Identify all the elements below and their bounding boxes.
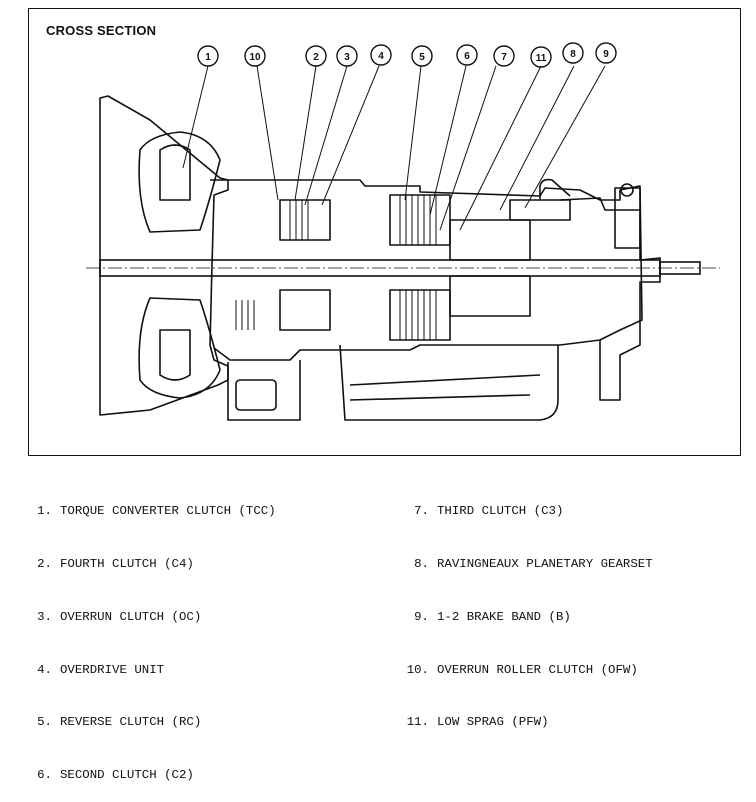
svg-text:7: 7 xyxy=(501,52,507,63)
legend-right: 7.THIRD CLUTCH (C3) 8.RAVINGNEAUX PLANET… xyxy=(403,468,653,750)
extension-housing xyxy=(559,197,661,401)
main-shaft xyxy=(86,259,720,277)
callout-6: 6 xyxy=(456,44,478,66)
callout-2: 2 xyxy=(305,45,327,67)
legend-item: 10.OVERRUN ROLLER CLUTCH (OFW) xyxy=(406,662,638,677)
callout-5: 5 xyxy=(411,45,433,67)
callout-3: 3 xyxy=(336,45,358,67)
legend-item: 3.OVERRUN CLUTCH (OC) xyxy=(37,609,202,624)
callout-4: 4 xyxy=(370,44,392,66)
callout-8: 8 xyxy=(562,42,584,64)
svg-text:9: 9 xyxy=(603,49,609,60)
callout-9: 9 xyxy=(595,42,617,64)
legend-item: 1.TORQUE CONVERTER CLUTCH (TCC) xyxy=(37,504,276,519)
vent-tube xyxy=(539,178,571,200)
svg-text:11: 11 xyxy=(536,53,547,64)
torque-converter-lower xyxy=(138,297,221,399)
svg-text:10: 10 xyxy=(249,52,261,63)
svg-text:8: 8 xyxy=(570,49,576,60)
callout-7: 7 xyxy=(493,45,515,67)
svg-text:5: 5 xyxy=(419,52,425,63)
oil-pan xyxy=(227,360,301,421)
speed-sensor xyxy=(614,187,641,249)
legend-item: 7.THIRD CLUTCH (C3) xyxy=(414,504,564,519)
callout-leaders xyxy=(182,65,606,231)
main-case xyxy=(210,179,643,361)
legend-item: 4.OVERDRIVE UNIT xyxy=(37,662,165,677)
svg-text:3: 3 xyxy=(344,52,350,63)
svg-text:1: 1 xyxy=(205,52,211,63)
legend-left: 1.TORQUE CONVERTER CLUTCH (TCC) 2.FOURTH… xyxy=(26,468,276,802)
torque-converter-upper xyxy=(138,131,221,233)
diagram-frame xyxy=(28,8,741,456)
callout-10: 10 xyxy=(244,45,266,67)
callout-11: 11 xyxy=(530,46,552,68)
clutch-pack-forward xyxy=(279,199,331,241)
legend-item: 11.LOW SPRAG (PFW) xyxy=(406,715,549,730)
callout-1: 1 xyxy=(197,45,219,67)
clutch-pack-rear xyxy=(389,194,451,246)
legend-item: 2.FOURTH CLUTCH (C4) xyxy=(37,556,194,571)
legend-item: 9.1-2 BRAKE BAND (B) xyxy=(414,609,571,624)
transmission-cross-section: 1 10 2 3 4 5 6 7 11 8 9 xyxy=(86,42,720,421)
svg-text:4: 4 xyxy=(378,51,384,62)
legend-item: 8.RAVINGNEAUX PLANETARY GEARSET xyxy=(414,556,653,571)
svg-text:6: 6 xyxy=(464,51,470,62)
diagram-title: CROSS SECTION xyxy=(46,23,157,38)
svg-text:2: 2 xyxy=(313,52,319,63)
legend-item: 6.SECOND CLUTCH (C2) xyxy=(37,768,194,783)
callouts: 1 10 2 3 4 5 6 7 11 8 9 xyxy=(197,42,617,68)
valve-body-pan xyxy=(339,344,559,421)
legend-item: 5.REVERSE CLUTCH (RC) xyxy=(37,715,202,730)
